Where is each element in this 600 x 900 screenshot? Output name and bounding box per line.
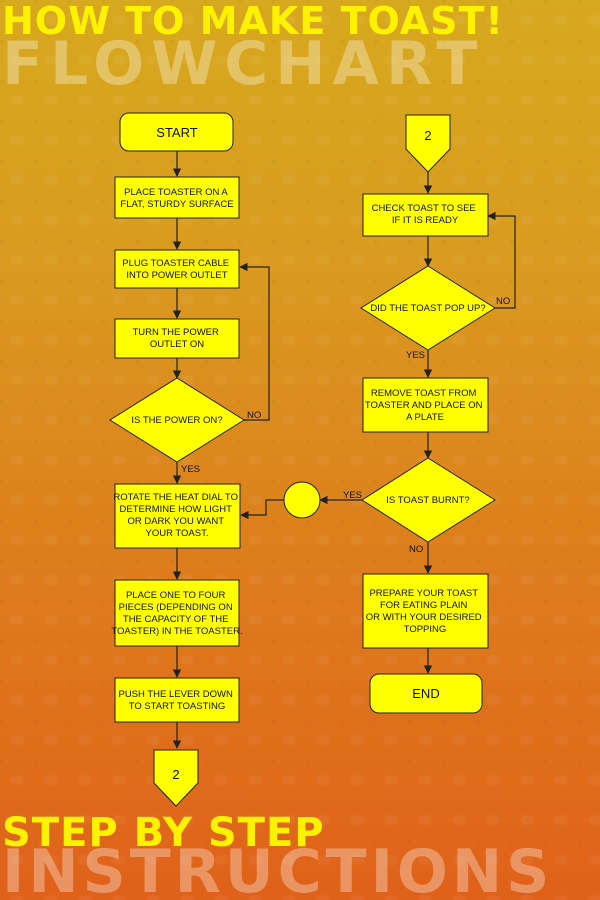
- node-check-toast: CHECK TOAST TO SEE IF IT IS READY: [362, 193, 489, 237]
- svg-text:PUSH THE LEVER DOWN TO: PUSH THE LEVER DOWN TO START TOASTING: [118, 689, 235, 712]
- prepare-line-1: PREPARE YOUR TOAST: [369, 588, 478, 599]
- node-start-label: START: [156, 125, 197, 140]
- offpage-connector-out: 2: [153, 749, 199, 807]
- node-push-lever: PUSH THE LEVER DOWN TO START TOASTING: [114, 677, 240, 723]
- label-power-no: NO: [247, 410, 261, 421]
- label-power-yes: YES: [181, 464, 200, 475]
- node-turn-on: TURN THE POWER OUTLET ON: [114, 318, 240, 359]
- poster-subtitle: FLOWCHART: [2, 29, 485, 99]
- offpage-connector-in: 2: [405, 114, 451, 173]
- turn-on-line-1: TURN THE POWER: [132, 327, 219, 338]
- label-burnt-yes: YES: [343, 490, 362, 501]
- label-burnt-no: NO: [409, 544, 423, 555]
- decision-power-on-label: IS THE POWER ON?: [131, 415, 222, 426]
- edge-power-no: [239, 262, 270, 421]
- connectors: [172, 151, 516, 749]
- offpage-out-label: 2: [172, 767, 179, 782]
- check-toast-line-2: IF IT IS READY: [392, 215, 459, 226]
- place-pieces-line-1: PLACE ONE TO FOUR: [126, 590, 226, 601]
- svg-text:ROTATE THE HEAT DIAL TO: ROTATE THE HEAT DIAL TO DETERMINE HOW LI…: [113, 492, 240, 539]
- footer-subtitle: INSTRUCTIONS: [2, 837, 554, 900]
- node-place-pieces: PLACE ONE TO FOUR PIECES (DEPENDING ON T…: [111, 579, 243, 647]
- decision-toast-burnt: IS TOAST BURNT?: [361, 457, 496, 543]
- rotate-dial-line-1: ROTATE THE HEAT DIAL TO: [113, 492, 238, 503]
- svg-text:PLACE ONE TO FOUR PIEC: PLACE ONE TO FOUR PIECES (DEPENDING ON T…: [111, 590, 242, 637]
- turn-on-line-2: OUTLET ON: [150, 339, 204, 350]
- poster-title: HOW TO MAKE TOAST!: [2, 0, 504, 43]
- edge-connector-to-rotate: [240, 499, 284, 520]
- check-toast-line-1: CHECK TOAST TO SEE: [372, 203, 476, 214]
- on-page-connector: [283, 481, 321, 519]
- remove-toast-line-3: A PLATE: [406, 412, 444, 423]
- svg-text:PLACE TOASTER ON A FLA: PLACE TOASTER ON A FLAT, STURDY SURFACE: [120, 187, 233, 210]
- edge-pop-no: [487, 211, 516, 309]
- prepare-line-2: FOR EATING PLAIN: [380, 600, 468, 611]
- node-plug-cable: PLUG TOASTER CABLE INTO POWER OUTLET: [114, 249, 240, 289]
- decision-power-on: IS THE POWER ON?: [109, 377, 245, 463]
- remove-toast-line-2: TOASTER AND PLACE ON: [365, 400, 483, 411]
- prepare-line-4: TOPPING: [404, 624, 447, 635]
- node-remove-toast: REMOVE TOAST FROM TOASTER AND PLACE ON A…: [362, 377, 489, 433]
- remove-toast-line-1: REMOVE TOAST FROM: [371, 388, 477, 399]
- svg-text:CHECK TOAST TO SEE IF: CHECK TOAST TO SEE IF IT IS READY: [372, 203, 479, 226]
- label-pop-no: NO: [496, 296, 510, 307]
- svg-text:PLUG TOASTER CABLE INT: PLUG TOASTER CABLE INTO POWER OUTLET: [122, 258, 231, 281]
- node-place-toaster: PLACE TOASTER ON A FLAT, STURDY SURFACE: [114, 176, 240, 219]
- decision-toast-popped-label: DID THE TOAST POP UP?: [370, 303, 485, 314]
- place-pieces-line-2: PIECES (DEPENDING ON: [119, 602, 233, 613]
- place-pieces-line-4: TOASTER) IN THE TOASTER.: [111, 626, 242, 637]
- decision-toast-burnt-label: IS TOAST BURNT?: [386, 495, 469, 506]
- push-lever-line-2: TO START TOASTING: [129, 701, 226, 712]
- node-prepare-toast: PREPARE YOUR TOAST FOR EATING PLAIN OR W…: [362, 573, 489, 649]
- place-pieces-line-3: THE CAPACITY OF THE: [123, 614, 229, 625]
- rotate-dial-line-2: DETERMINE HOW LIGHT: [120, 504, 233, 515]
- label-pop-yes: YES: [406, 350, 425, 361]
- plug-cable-line-2: INTO POWER OUTLET: [126, 270, 227, 281]
- rotate-dial-line-3: OR DARK YOU WANT: [127, 516, 224, 527]
- offpage-in-label: 2: [424, 128, 431, 143]
- decision-toast-popped: DID THE TOAST POP UP?: [360, 265, 496, 351]
- footer-title: STEP BY STEP: [2, 810, 325, 856]
- node-rotate-dial: ROTATE THE HEAT DIAL TO DETERMINE HOW LI…: [113, 483, 241, 549]
- svg-text:PREPARE YOUR TOAST FOR: PREPARE YOUR TOAST FOR EATING PLAIN OR W…: [366, 588, 485, 635]
- svg-text:REMOVE TOAST FROM TOAS: REMOVE TOAST FROM TOASTER AND PLACE ON A…: [365, 388, 485, 423]
- plug-cable-line-1: PLUG TOASTER CABLE: [122, 258, 229, 269]
- node-end-label: END: [412, 686, 439, 701]
- push-lever-line-1: PUSH THE LEVER DOWN: [118, 689, 233, 700]
- node-start: START: [119, 112, 234, 152]
- place-toaster-line-1: PLACE TOASTER ON A: [124, 187, 228, 198]
- node-end: END: [369, 673, 483, 714]
- prepare-line-3: OR WITH YOUR DESIRED: [366, 612, 482, 623]
- svg-text:TURN THE POWER OUTLET: TURN THE POWER OUTLET ON: [132, 327, 221, 350]
- place-toaster-line-2: FLAT, STURDY SURFACE: [120, 199, 233, 210]
- rotate-dial-line-4: YOUR TOAST.: [146, 528, 209, 539]
